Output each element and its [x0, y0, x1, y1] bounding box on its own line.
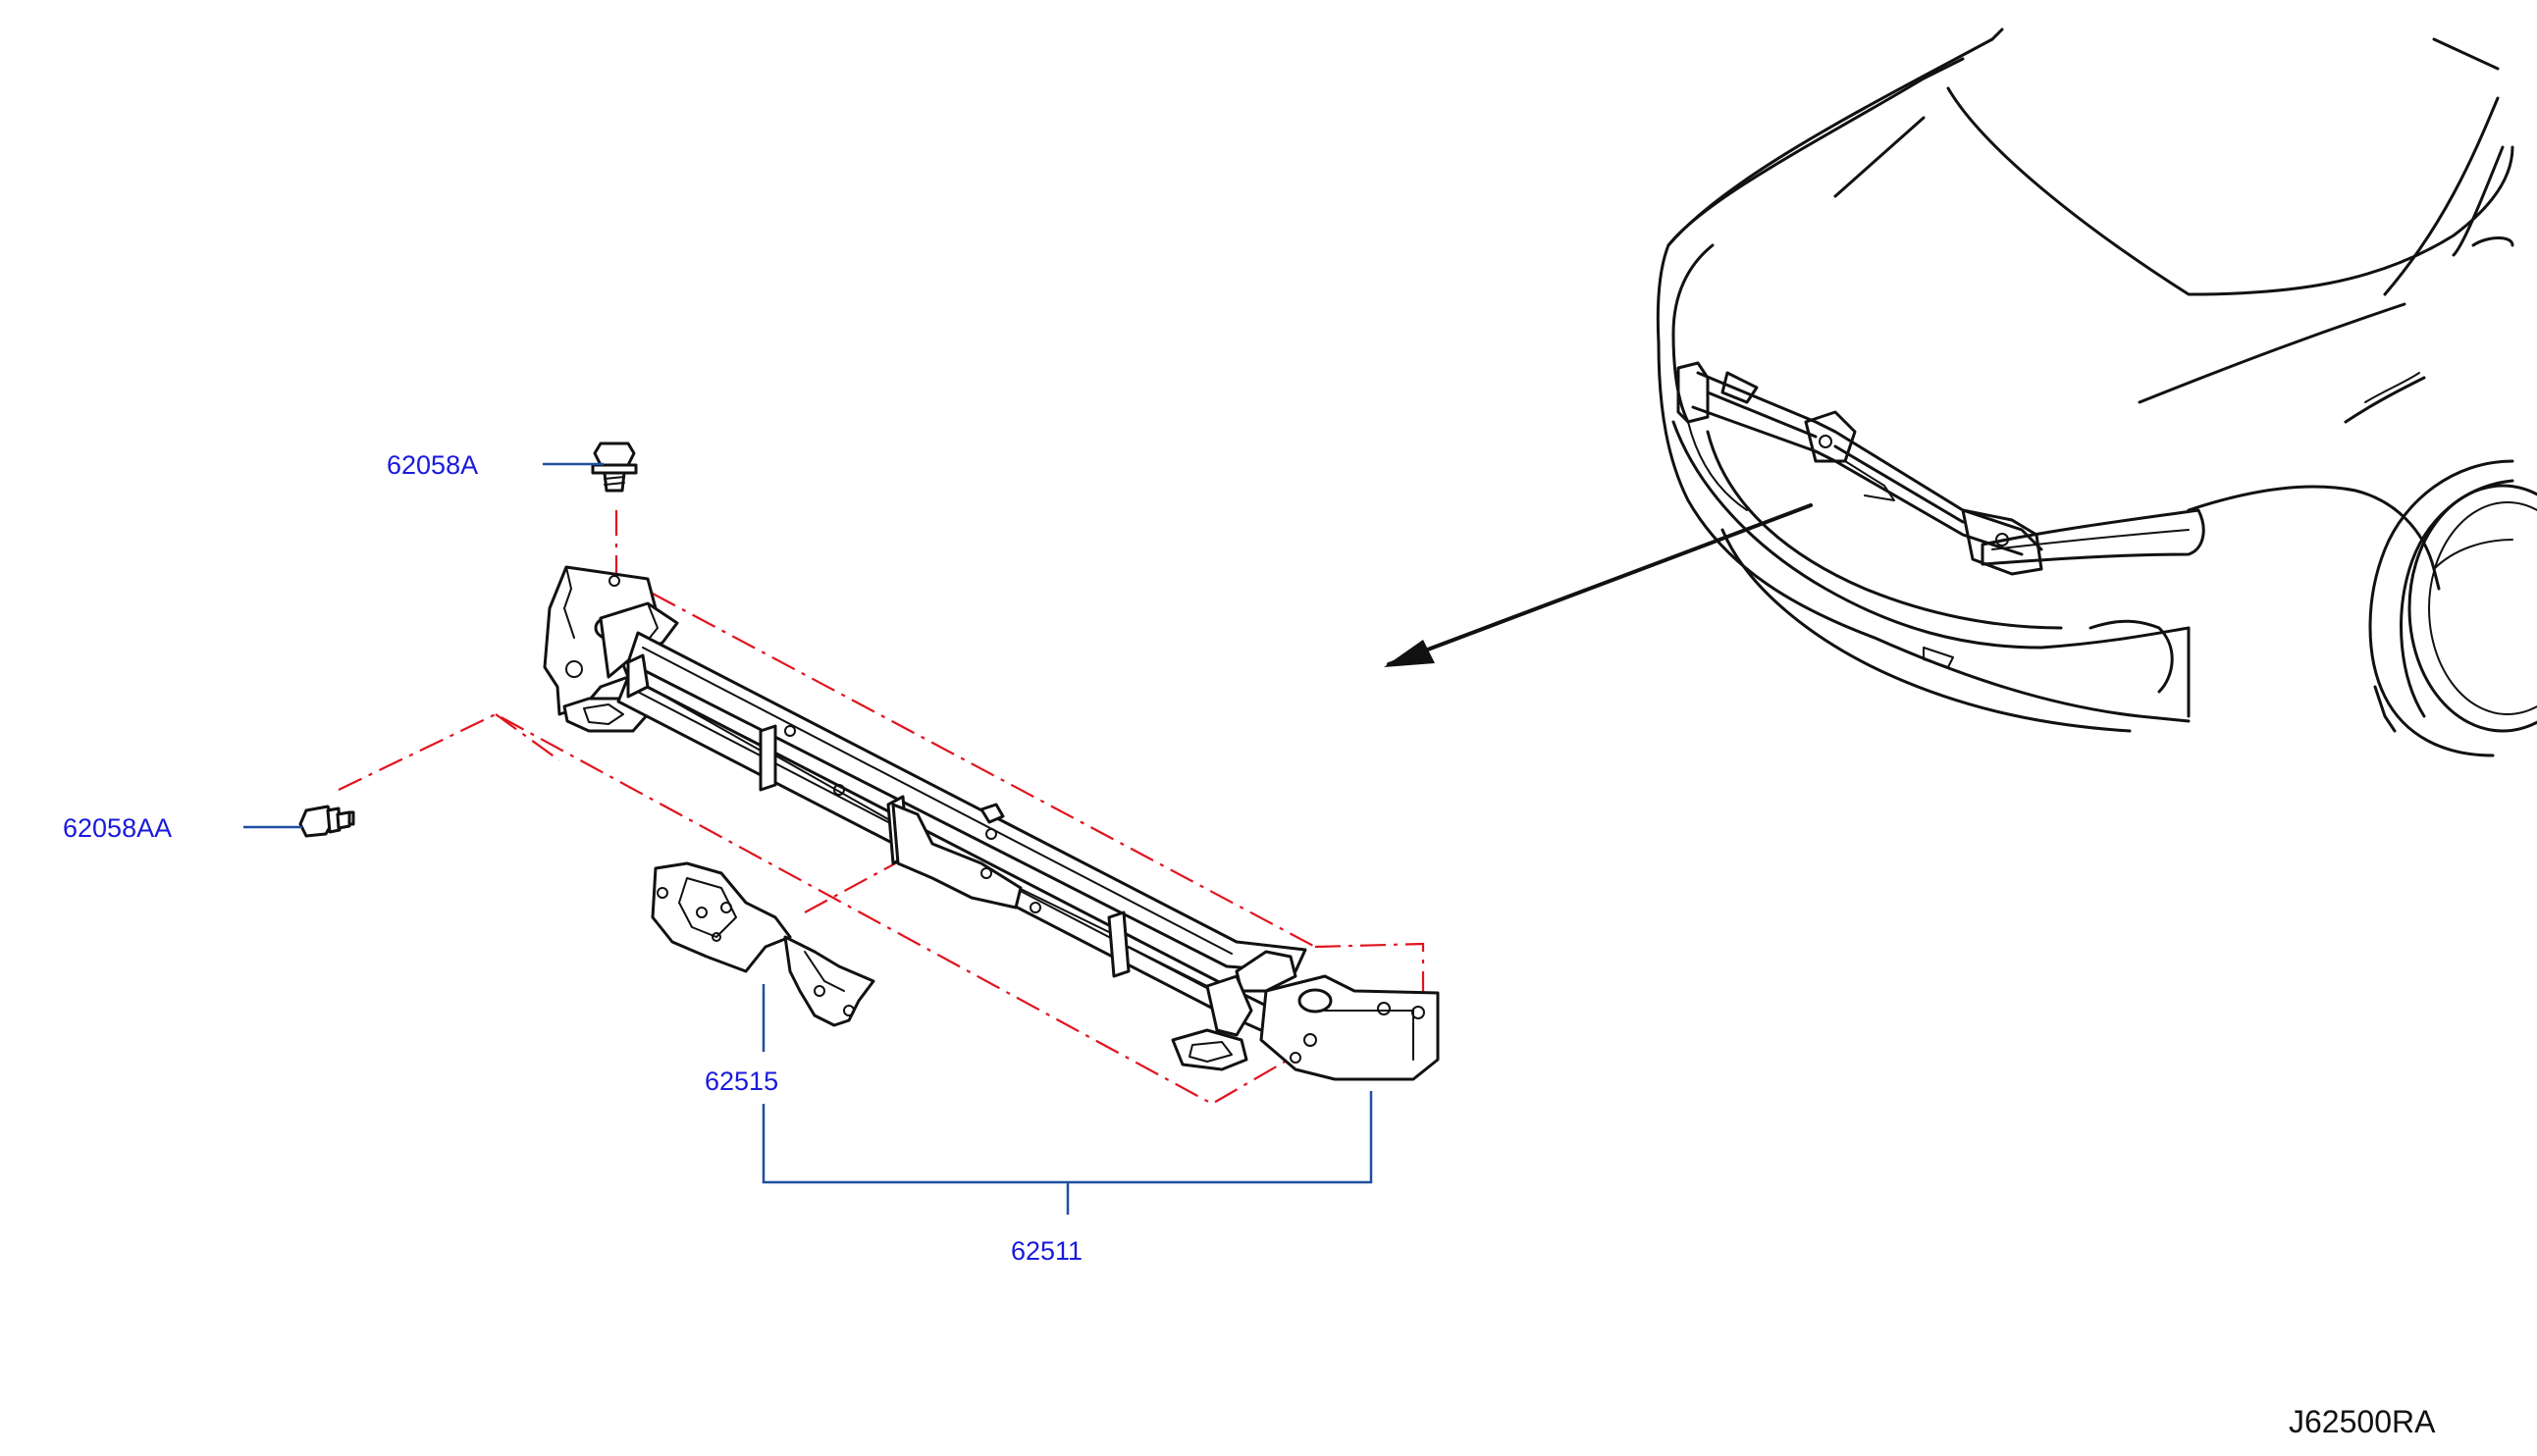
callout-leaders: [243, 462, 1373, 1215]
part-label-62511: 62511: [1011, 1236, 1083, 1266]
bolt-side-drawing: [298, 805, 355, 838]
core-support-drawing: [543, 565, 1440, 1081]
vehicle-overview: [1384, 27, 2537, 757]
core-support-overview: [1676, 361, 2043, 576]
exploded-view: [243, 442, 1440, 1215]
part-label-62058AA: 62058AA: [63, 813, 172, 843]
diagram-code: J62500RA: [2289, 1404, 2436, 1439]
assembly-guide-lines: [338, 510, 1425, 1106]
part-label-62058A: 62058A: [387, 450, 478, 480]
part-label-62515: 62515: [705, 1066, 778, 1096]
bracket-drawing: [651, 861, 875, 1027]
bolt-upper-drawing: [591, 442, 638, 493]
